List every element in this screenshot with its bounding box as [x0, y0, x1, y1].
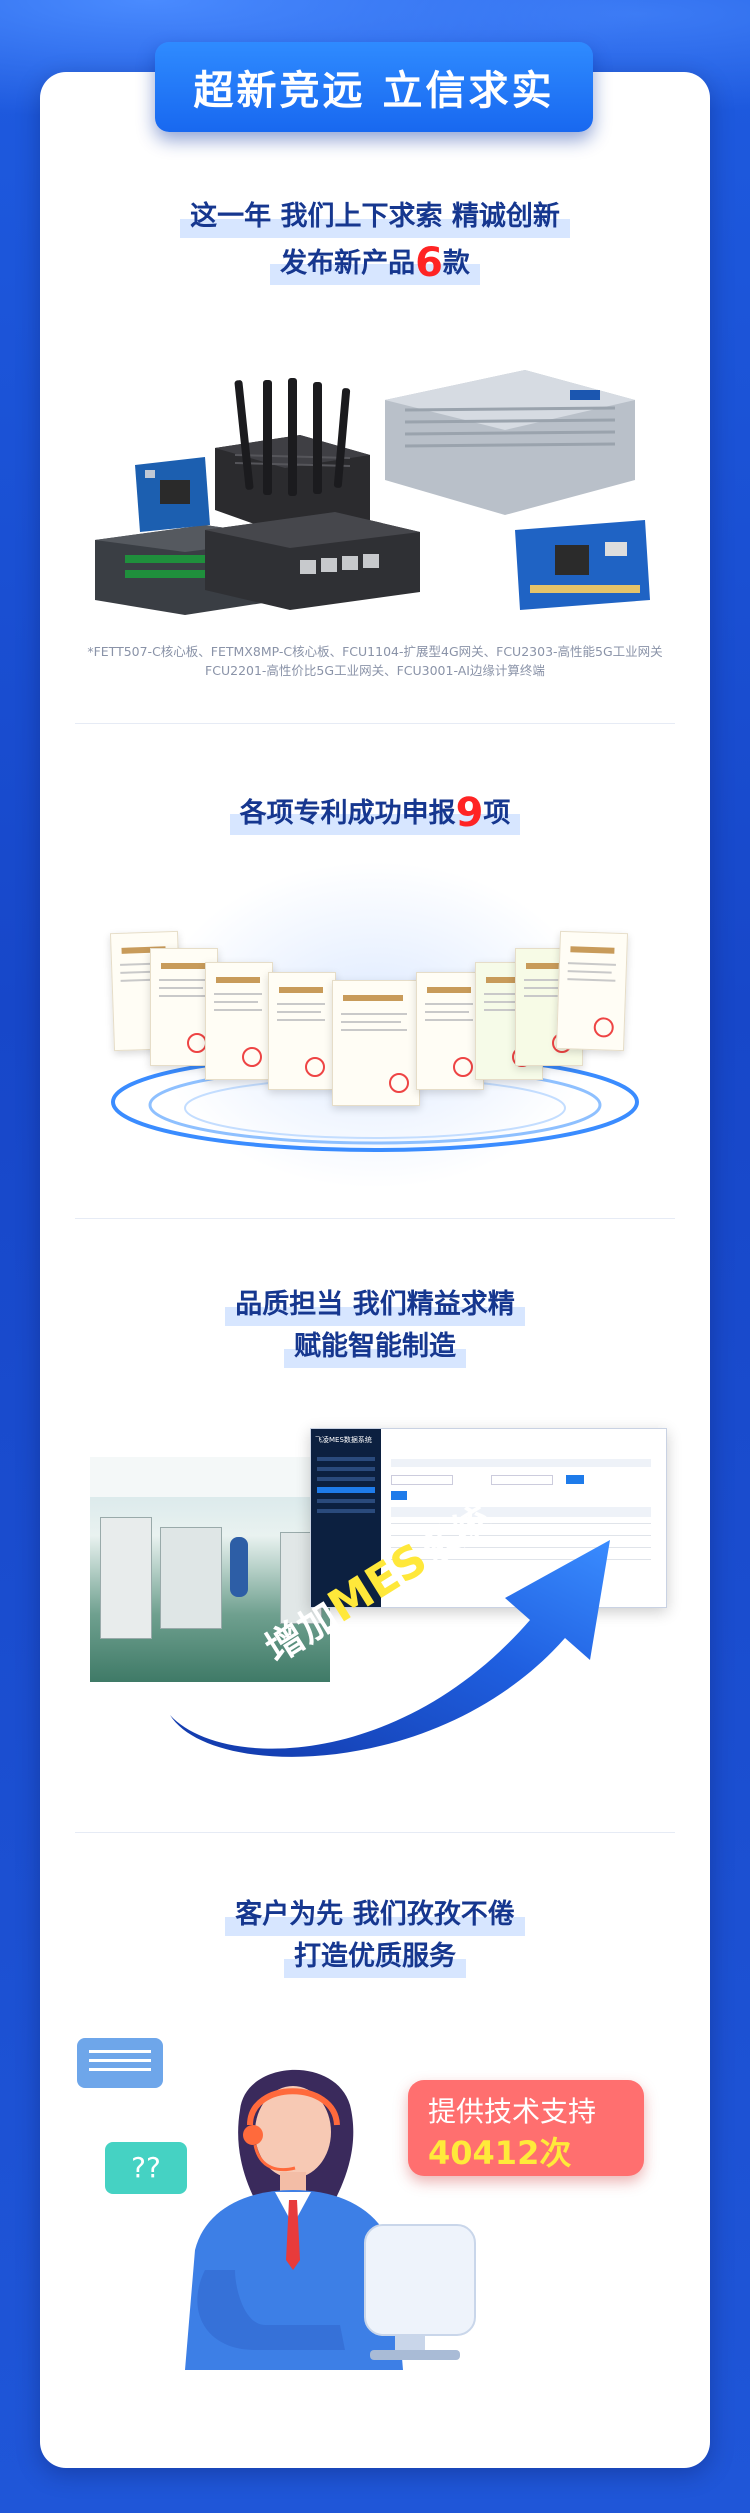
- core-board-product: [135, 457, 210, 532]
- new-products-count: 6: [415, 240, 443, 286]
- support-agent-illustration: [185, 2069, 476, 2370]
- certificate: [332, 980, 420, 1106]
- chat-bubble-icon: [77, 2038, 163, 2088]
- divider-2: [75, 1218, 675, 1219]
- section1-heading-line1: 这一年 我们上下求索 精诚创新: [40, 196, 710, 238]
- question-bubble-icon: ??: [105, 2142, 187, 2194]
- section-service: 客户为先 我们孜孜不倦 打造优质服务: [40, 1894, 710, 1978]
- certificate: [205, 962, 273, 1080]
- section-new-products: 这一年 我们上下求索 精诚创新 发布新产品6款: [40, 196, 710, 285]
- 5g-gateway-product: [205, 378, 420, 610]
- section4-heading-line2: 打造优质服务: [40, 1936, 710, 1978]
- divider-1: [75, 723, 675, 724]
- section3-heading-line2: 赋能智能制造: [40, 1326, 710, 1368]
- certificate: [416, 972, 484, 1090]
- mes-screenshot: 飞凌MES数据系统: [310, 1428, 667, 1608]
- section3-heading-line1: 品质担当 我们精益求精: [40, 1284, 710, 1326]
- support-count: 40412次: [428, 2134, 572, 2172]
- section2-heading: 各项专利成功申报9项: [40, 788, 710, 835]
- certificate: [268, 972, 336, 1090]
- products-image: [95, 370, 650, 615]
- products-caption: *FETT507-C核心板、FETMX8MP-C核心板、FCU1104-扩展型4…: [87, 644, 663, 678]
- section1-heading-line2: 发布新产品6款: [40, 238, 710, 285]
- section-patents: 各项专利成功申报9项: [40, 788, 710, 835]
- mes-title: 飞凌MES数据系统: [315, 1436, 372, 1444]
- patents-count: 9: [455, 790, 484, 836]
- support-label: 提供技术支持: [428, 2095, 597, 2128]
- factory-photo: [90, 1457, 330, 1682]
- support-count-bubble: 提供技术支持 40412次: [408, 2080, 644, 2176]
- edge-computing-terminal-product: [385, 370, 635, 515]
- section4-heading-line1: 客户为先 我们孜孜不倦: [40, 1894, 710, 1936]
- som-board-product: [515, 520, 650, 610]
- certificate: [555, 930, 629, 1052]
- header-banner: 超新竞远 立信求实: [155, 42, 593, 132]
- banner-title: 超新竞远 立信求实: [193, 68, 555, 114]
- growth-arrow: [170, 1540, 610, 1757]
- section-quality: 品质担当 我们精益求精 赋能智能制造: [40, 1284, 710, 1368]
- divider-3: [75, 1832, 675, 1833]
- mes-sidebar: 飞凌MES数据系统: [311, 1429, 381, 1607]
